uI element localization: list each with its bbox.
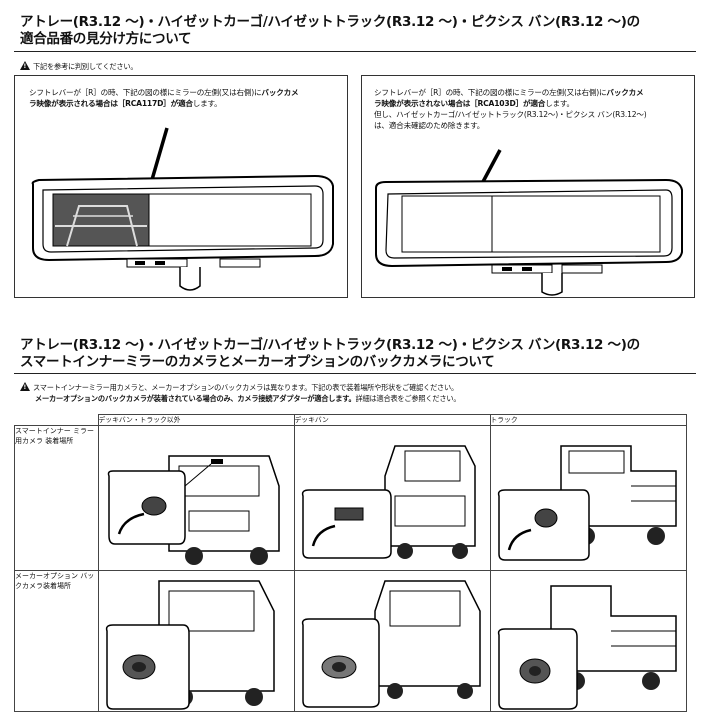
section1-divider — [14, 51, 696, 52]
section2-notice1: スマートインナーミラー用カメラと、メーカーオプションのバックカメラは異なります。… — [20, 382, 458, 393]
deckvan-option-camera-cell — [293, 570, 491, 712]
section1-notice: 下記を参考に判別してください。 — [20, 61, 138, 72]
row-label: スマートインナー ミラー用カメラ 装着場所 — [14, 425, 99, 571]
section2-title-line1: アトレー(R3.12 ～)・ハイゼットカーゴ/ハイゼットトラック(R3.12 ～… — [20, 337, 640, 353]
van-option-camera-image — [105, 580, 275, 710]
section1-title-line1: アトレー(R3.12 ～)・ハイゼットカーゴ/ハイゼットトラック(R3.12 ～… — [20, 14, 640, 30]
deckvan-option-camera-image — [301, 580, 481, 708]
warning-icon — [20, 382, 30, 393]
van-rear-camera-image — [107, 455, 280, 565]
column-header: デッキバン・トラック以外 — [97, 414, 295, 426]
section2-divider — [14, 373, 696, 374]
truck-option-camera-image — [497, 585, 677, 710]
row-label: メーカーオプション バックカメラ装着場所 — [14, 570, 99, 712]
truck-rear-camera-image — [497, 445, 677, 561]
left-note: シフトレバーが［R］の時、下記の図の様にミラーの左側(又は右側)にバックカメ ラ… — [29, 88, 299, 108]
section2-notice2: メーカーオプションのバックカメラが装着されている場合のみ、カメラ接続アダプターが… — [35, 394, 461, 403]
mirror-box-rca117d: シフトレバーが［R］の時、下記の図の様にミラーの左側(又は右側)にバックカメ ラ… — [14, 75, 348, 298]
mirror-box-rca103d: シフトレバーが［R］の時、下記の図の様にミラーの左側(又は右側)にバックカメ ラ… — [361, 75, 695, 298]
section1-title-line2: 適合品番の見分け方について — [20, 31, 192, 47]
truck-smart-camera-cell — [489, 425, 687, 571]
mirror-without-camera-image — [375, 149, 683, 296]
deckvan-rear-camera-image — [301, 445, 476, 559]
van-option-camera-cell — [97, 570, 295, 712]
mirror-with-camera-image — [31, 127, 334, 291]
warning-icon — [20, 61, 30, 72]
section2-title-line2: スマートインナーミラーのカメラとメーカーオプションのバックカメラについて — [20, 354, 495, 370]
right-note: シフトレバーが［R］の時、下記の図の様にミラーの左側(又は右側)にバックカメ ラ… — [374, 88, 647, 130]
column-header: デッキバン — [293, 414, 491, 426]
camera-location-table: デッキバン・トラック以外 デッキバン トラック スマートインナー ミラー用カメラ… — [14, 414, 687, 712]
van-smart-camera-cell — [97, 425, 295, 571]
deckvan-smart-camera-cell — [293, 425, 491, 571]
column-header: トラック — [489, 414, 687, 426]
truck-option-camera-cell — [489, 570, 687, 712]
